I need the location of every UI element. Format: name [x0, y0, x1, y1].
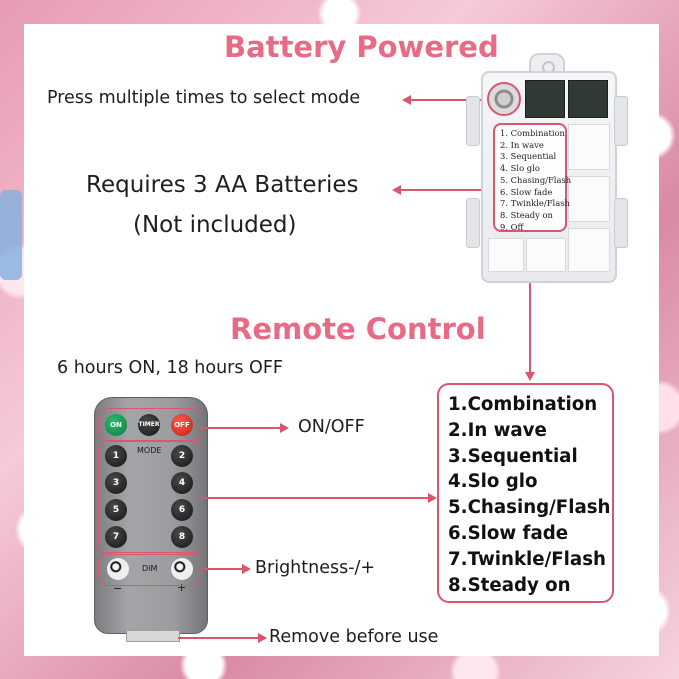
list-item: 3. Sequential: [500, 151, 557, 162]
plus-label: +: [177, 581, 187, 594]
minus-label: −: [113, 582, 123, 595]
dim-label: DIM: [142, 564, 158, 573]
on-off-highlight: [98, 408, 202, 442]
requires-batteries-text: Requires 3 AA Batteries: [86, 172, 359, 198]
remove-before-use-label: Remove before use: [269, 627, 439, 647]
battery-box-cell: [568, 176, 610, 222]
mode-arrow: [200, 497, 428, 499]
pull-tab[interactable]: [126, 630, 180, 642]
timer-note: 6 hours ON, 18 hours OFF: [57, 358, 283, 378]
dim-minus-button[interactable]: [107, 558, 129, 580]
list-item: 7. Twinkle/Flash: [500, 198, 570, 209]
list-item: 2. In wave: [500, 139, 544, 150]
remote-number-button[interactable]: 2: [171, 445, 193, 467]
mode-button-icon[interactable]: [487, 82, 521, 116]
battery-box-cell: [568, 124, 610, 170]
battery-box-hinge-left-bottom: [466, 198, 480, 248]
battery-box-hinge-right-bottom: [614, 198, 628, 248]
on-off-label: ON/OFF: [298, 417, 365, 437]
battery-box-cell: [526, 238, 566, 272]
list-item: 6. Slow fade: [500, 186, 553, 197]
brightness-arrow: [200, 568, 242, 570]
list-item: 5.Chasing/Flash: [448, 497, 611, 519]
mode-connector-line: [529, 232, 531, 372]
brightness-label: Brightness-/+: [255, 558, 376, 578]
list-item: 4. Slo glo: [500, 163, 540, 174]
remote-number-button[interactable]: 3: [105, 472, 127, 494]
battery-box-hinge-right-top: [614, 96, 628, 146]
list-item: 5. Chasing/Flash: [500, 174, 572, 185]
remote-number-button[interactable]: 8: [171, 526, 193, 548]
list-item: 8.Steady on: [448, 574, 571, 596]
list-item: 3.Sequential: [448, 445, 578, 467]
mode-label: MODE: [137, 446, 162, 455]
dim-plus-button[interactable]: [171, 558, 193, 580]
list-item: 4.Slo glo: [448, 471, 538, 493]
list-item: 1. Combination: [500, 128, 565, 138]
battery-box-hinge-left-top: [466, 96, 480, 146]
remote-off-button[interactable]: OFF: [171, 414, 193, 436]
battery-box-cell: [568, 228, 610, 272]
remove-arrow: [178, 637, 258, 639]
list-item: 6.Slow fade: [448, 522, 569, 544]
on-off-arrowhead: [280, 423, 289, 433]
mode-buttons-highlight: [98, 440, 202, 555]
battery-box-cell: [488, 238, 524, 272]
remote-number-button[interactable]: 1: [105, 445, 127, 467]
mode-connector-arrowhead: [525, 372, 535, 381]
list-item: 7.Twinkle/Flash: [448, 548, 606, 570]
remote-control-title: Remote Control: [230, 312, 486, 346]
remote-number-button[interactable]: 5: [105, 499, 127, 521]
remote-timer-button[interactable]: TIMER: [138, 414, 160, 436]
remote-number-button[interactable]: 6: [171, 499, 193, 521]
press-note-arrow: [410, 99, 487, 101]
press-note-arrowhead: [402, 95, 411, 105]
battery-arrow: [400, 189, 493, 191]
remote-mode-list: 1.Combination 2.In wave 3.Sequential 4.S…: [437, 383, 614, 603]
mode-arrowhead: [428, 493, 437, 503]
battery-box-circuit: [525, 80, 565, 118]
remote-number-button[interactable]: 4: [171, 472, 193, 494]
on-off-arrow: [200, 427, 280, 429]
not-included-text: (Not included): [133, 212, 297, 238]
remote-on-button[interactable]: ON: [105, 414, 127, 436]
battery-mode-list: 1. Combination 2. In wave 3. Sequential …: [493, 123, 572, 232]
list-item: 2.In wave: [448, 419, 547, 441]
list-item: 9. Off: [500, 221, 524, 232]
remote-number-button[interactable]: 7: [105, 526, 127, 548]
dim-highlight: [98, 552, 202, 586]
list-item: 8. Steady on: [500, 209, 553, 220]
remove-arrowhead: [258, 633, 267, 643]
battery-powered-title: Battery Powered: [224, 30, 499, 64]
battery-arrowhead: [392, 185, 401, 195]
list-item: 1.Combination: [448, 394, 598, 415]
press-mode-note: Press multiple times to select mode: [47, 88, 361, 108]
brightness-arrowhead: [242, 564, 251, 574]
battery-box-circuit-2: [568, 80, 608, 118]
